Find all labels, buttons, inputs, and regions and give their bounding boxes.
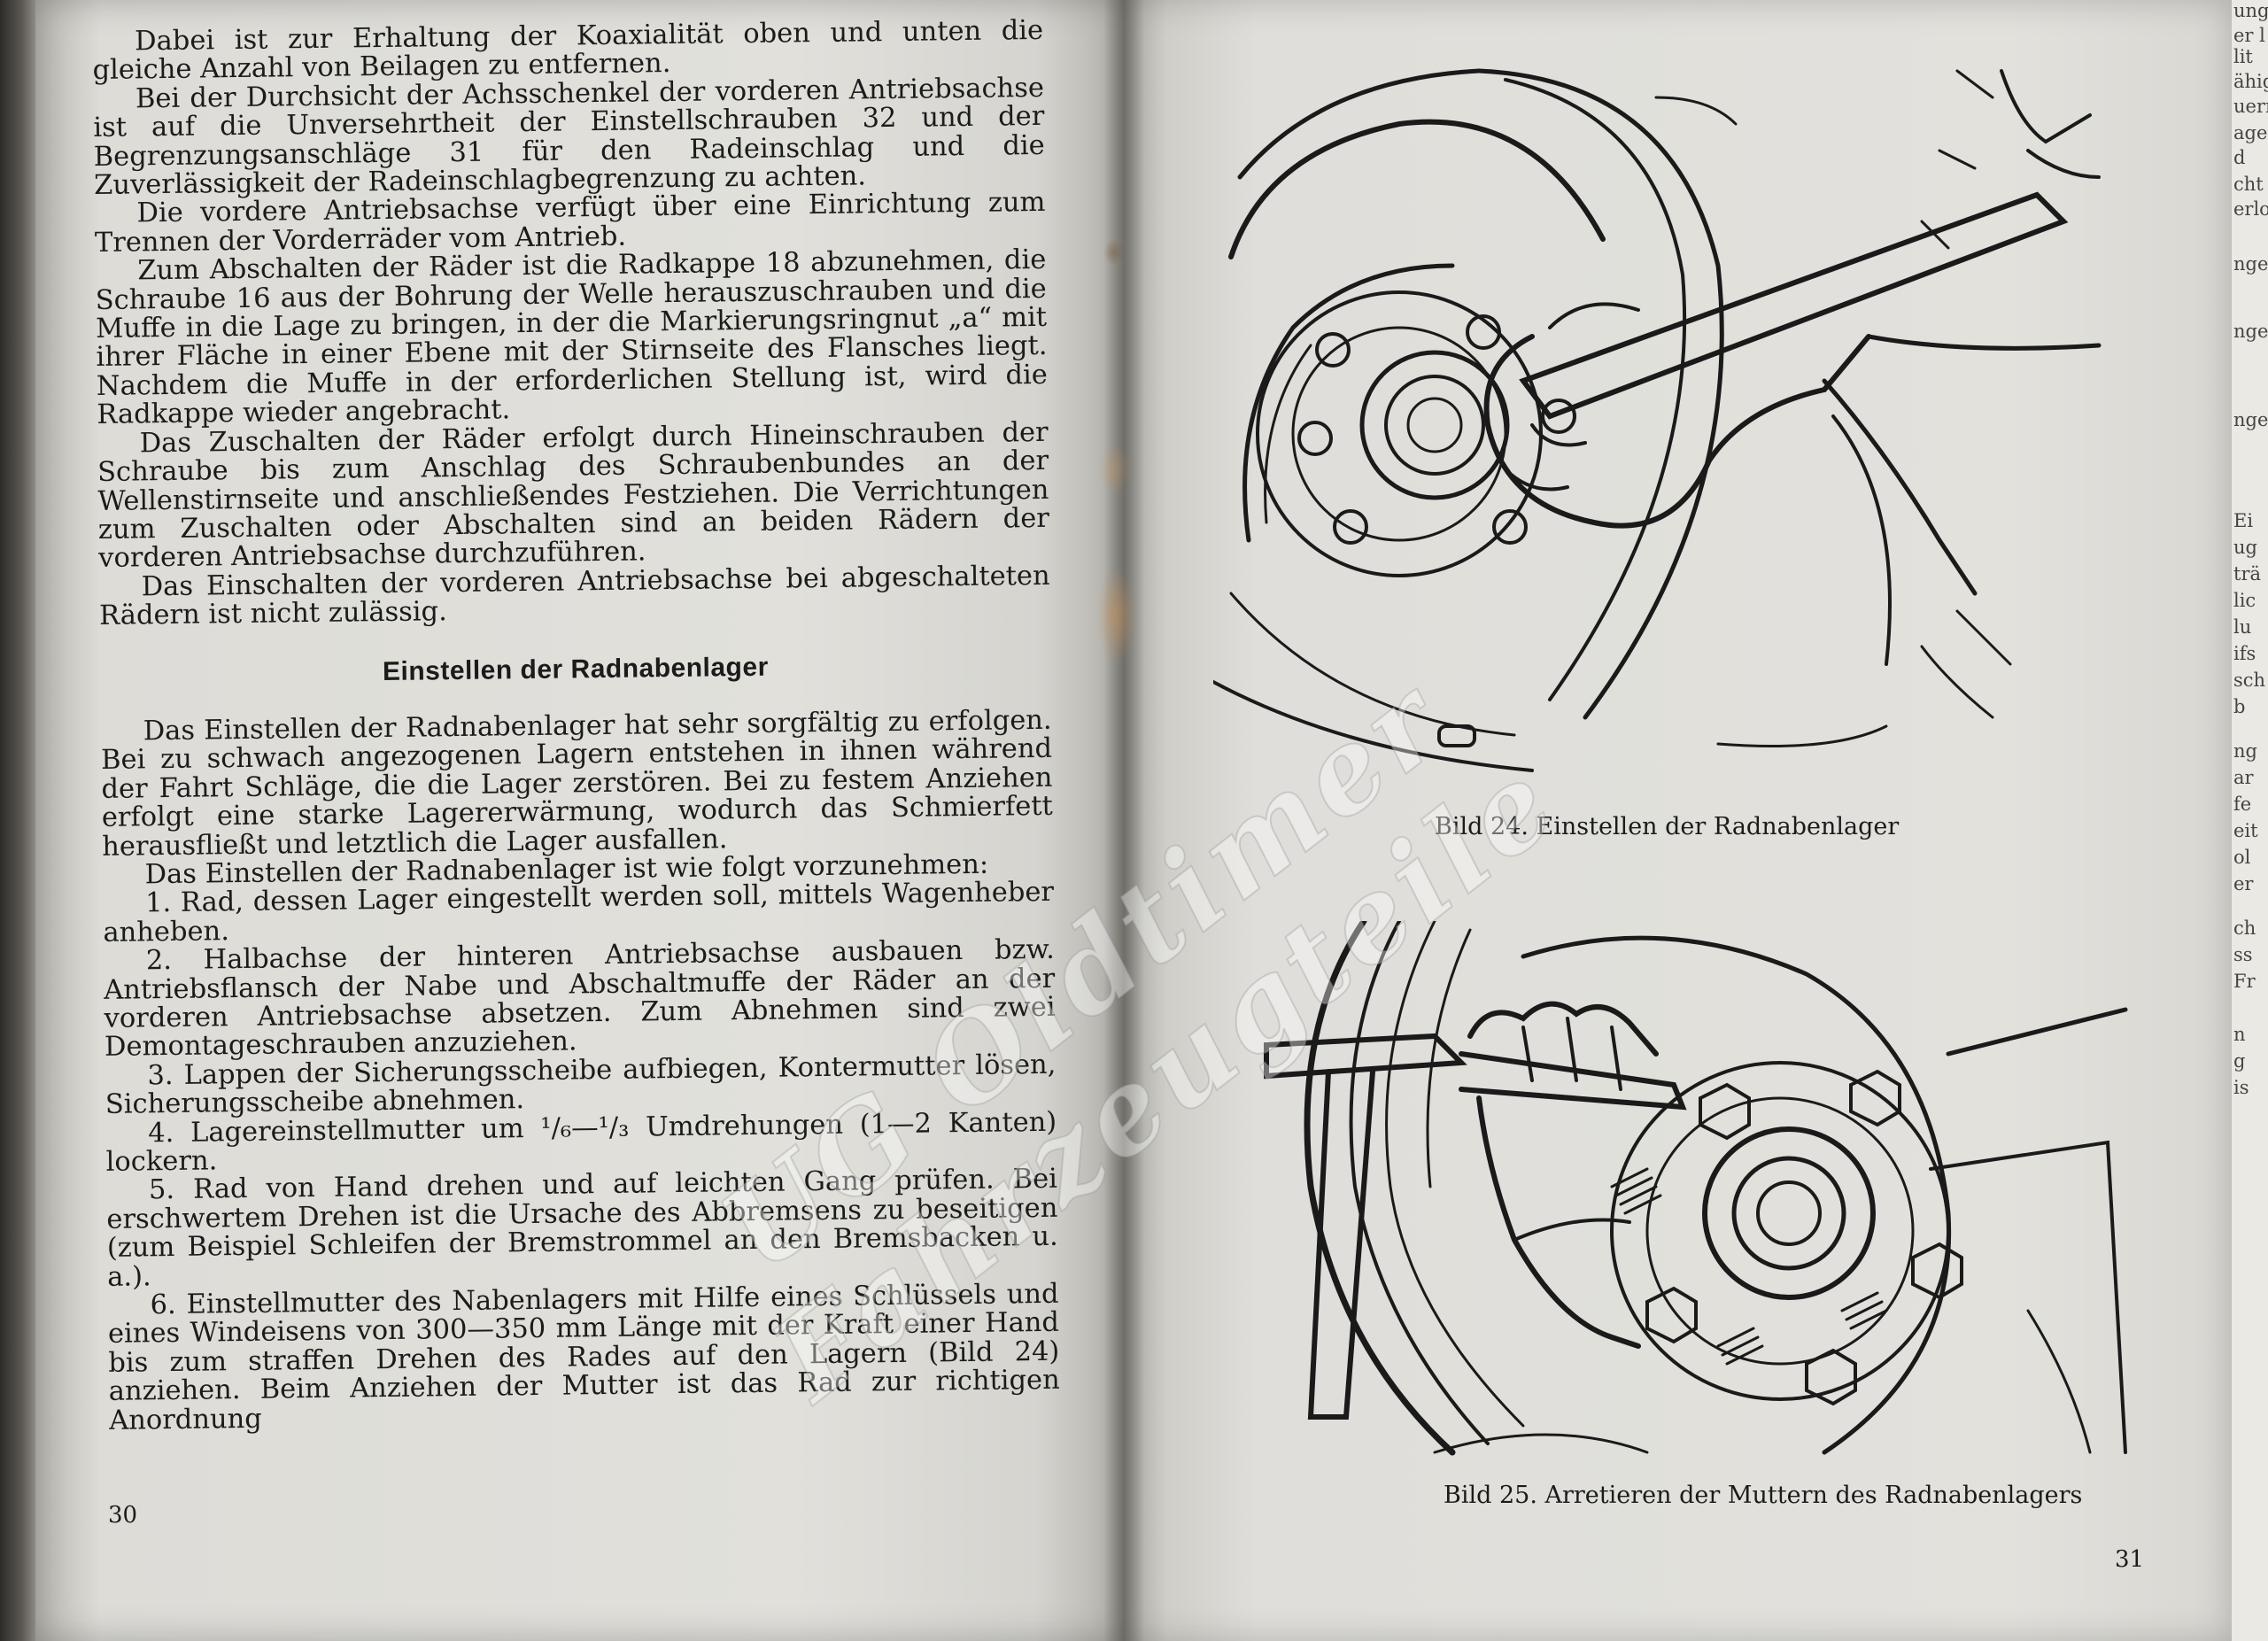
adjacent-fragment: sch <box>2233 670 2266 691</box>
adjacent-fragment: ch <box>2233 917 2256 939</box>
list-item: 6. Einstellmutter des Nabenlagers mit Hi… <box>107 1278 1060 1436</box>
adjacent-fragment: ug <box>2233 537 2257 558</box>
list-item: 5. Rad von Hand drehen und auf leichten … <box>106 1164 1058 1293</box>
adjacent-fragment: nge <box>2233 321 2268 342</box>
adjacent-fragment: lic <box>2233 590 2256 611</box>
paragraph: Das Einstellen der Radnabenlager hat seh… <box>100 704 1054 863</box>
paragraph: Das Einschalten der vorderen Antriebsach… <box>98 560 1050 632</box>
adjacent-fragment: age <box>2233 122 2268 143</box>
adjacent-fragment: lit <box>2233 46 2253 67</box>
background-left-edge <box>0 0 35 1641</box>
page-number-left: 30 <box>108 1502 138 1529</box>
adjacent-fragment: g <box>2233 1050 2246 1072</box>
hub-nut-locking-illustration <box>1264 921 2128 1456</box>
adjacent-fragment: nge <box>2233 409 2268 430</box>
adjacent-fragment: cht <box>2233 174 2264 195</box>
adjacent-fragment: erlo <box>2233 198 2268 220</box>
adjacent-fragment: ar <box>2233 767 2254 788</box>
paragraph: Zum Abschalten der Räder ist die Radkapp… <box>95 244 1049 431</box>
book-gutter <box>1103 0 1144 1641</box>
adjacent-fragment: uerr <box>2233 96 2268 117</box>
adjacent-fragment: ol <box>2233 847 2251 868</box>
adjacent-fragment: eit <box>2233 820 2258 841</box>
paragraph: Das Zuschalten der Räder erfolgt durch H… <box>97 416 1050 575</box>
figure-caption: Bild 25. Arretieren der Muttern des Radn… <box>1444 1482 2083 1509</box>
figure-caption: Bild 24. Einstellen der Radnabenlager <box>1435 813 1900 840</box>
adjacent-fragment: ng <box>2233 740 2257 762</box>
adjacent-fragment: is <box>2233 1077 2249 1098</box>
adjacent-fragment: ähig <box>2233 71 2268 92</box>
page-left <box>35 0 1123 1641</box>
adjacent-page-edge: ung er l lit ähig uerr age d cht erlo ng… <box>2232 0 2268 1641</box>
adjacent-fragment: lu <box>2233 616 2252 638</box>
left-page-text: Dabei ist zur Erhaltung der Koaxialität … <box>92 15 1060 1436</box>
list-item: 2. Halbachse der hinteren Antriebsachse … <box>104 933 1056 1064</box>
paragraph: Bei der Durchsicht der Achsschenkel der … <box>93 72 1045 202</box>
section-heading: Einstellen der Radnabenlager <box>382 652 769 686</box>
adjacent-fragment: nge <box>2233 253 2268 275</box>
adjacent-fragment: Ei <box>2233 510 2254 531</box>
page-number-right: 31 <box>2115 1546 2145 1573</box>
adjacent-fragment: ifs <box>2233 643 2256 664</box>
page-right <box>1123 0 2232 1641</box>
adjacent-fragment: ss <box>2233 944 2253 965</box>
adjacent-fragment: er <box>2233 873 2254 894</box>
adjacent-fragment: b <box>2233 696 2246 717</box>
adjacent-fragment: fe <box>2233 793 2252 815</box>
adjacent-fragment: er l <box>2233 25 2265 46</box>
adjacent-fragment: n <box>2233 1024 2246 1045</box>
adjacent-fragment: Fr <box>2233 971 2256 992</box>
adjacent-fragment: d <box>2233 147 2246 168</box>
adjacent-fragment: trä <box>2233 563 2261 584</box>
adjacent-fragment: ung <box>2233 0 2268 21</box>
wheel-hub-wrench-illustration <box>1213 68 2102 772</box>
